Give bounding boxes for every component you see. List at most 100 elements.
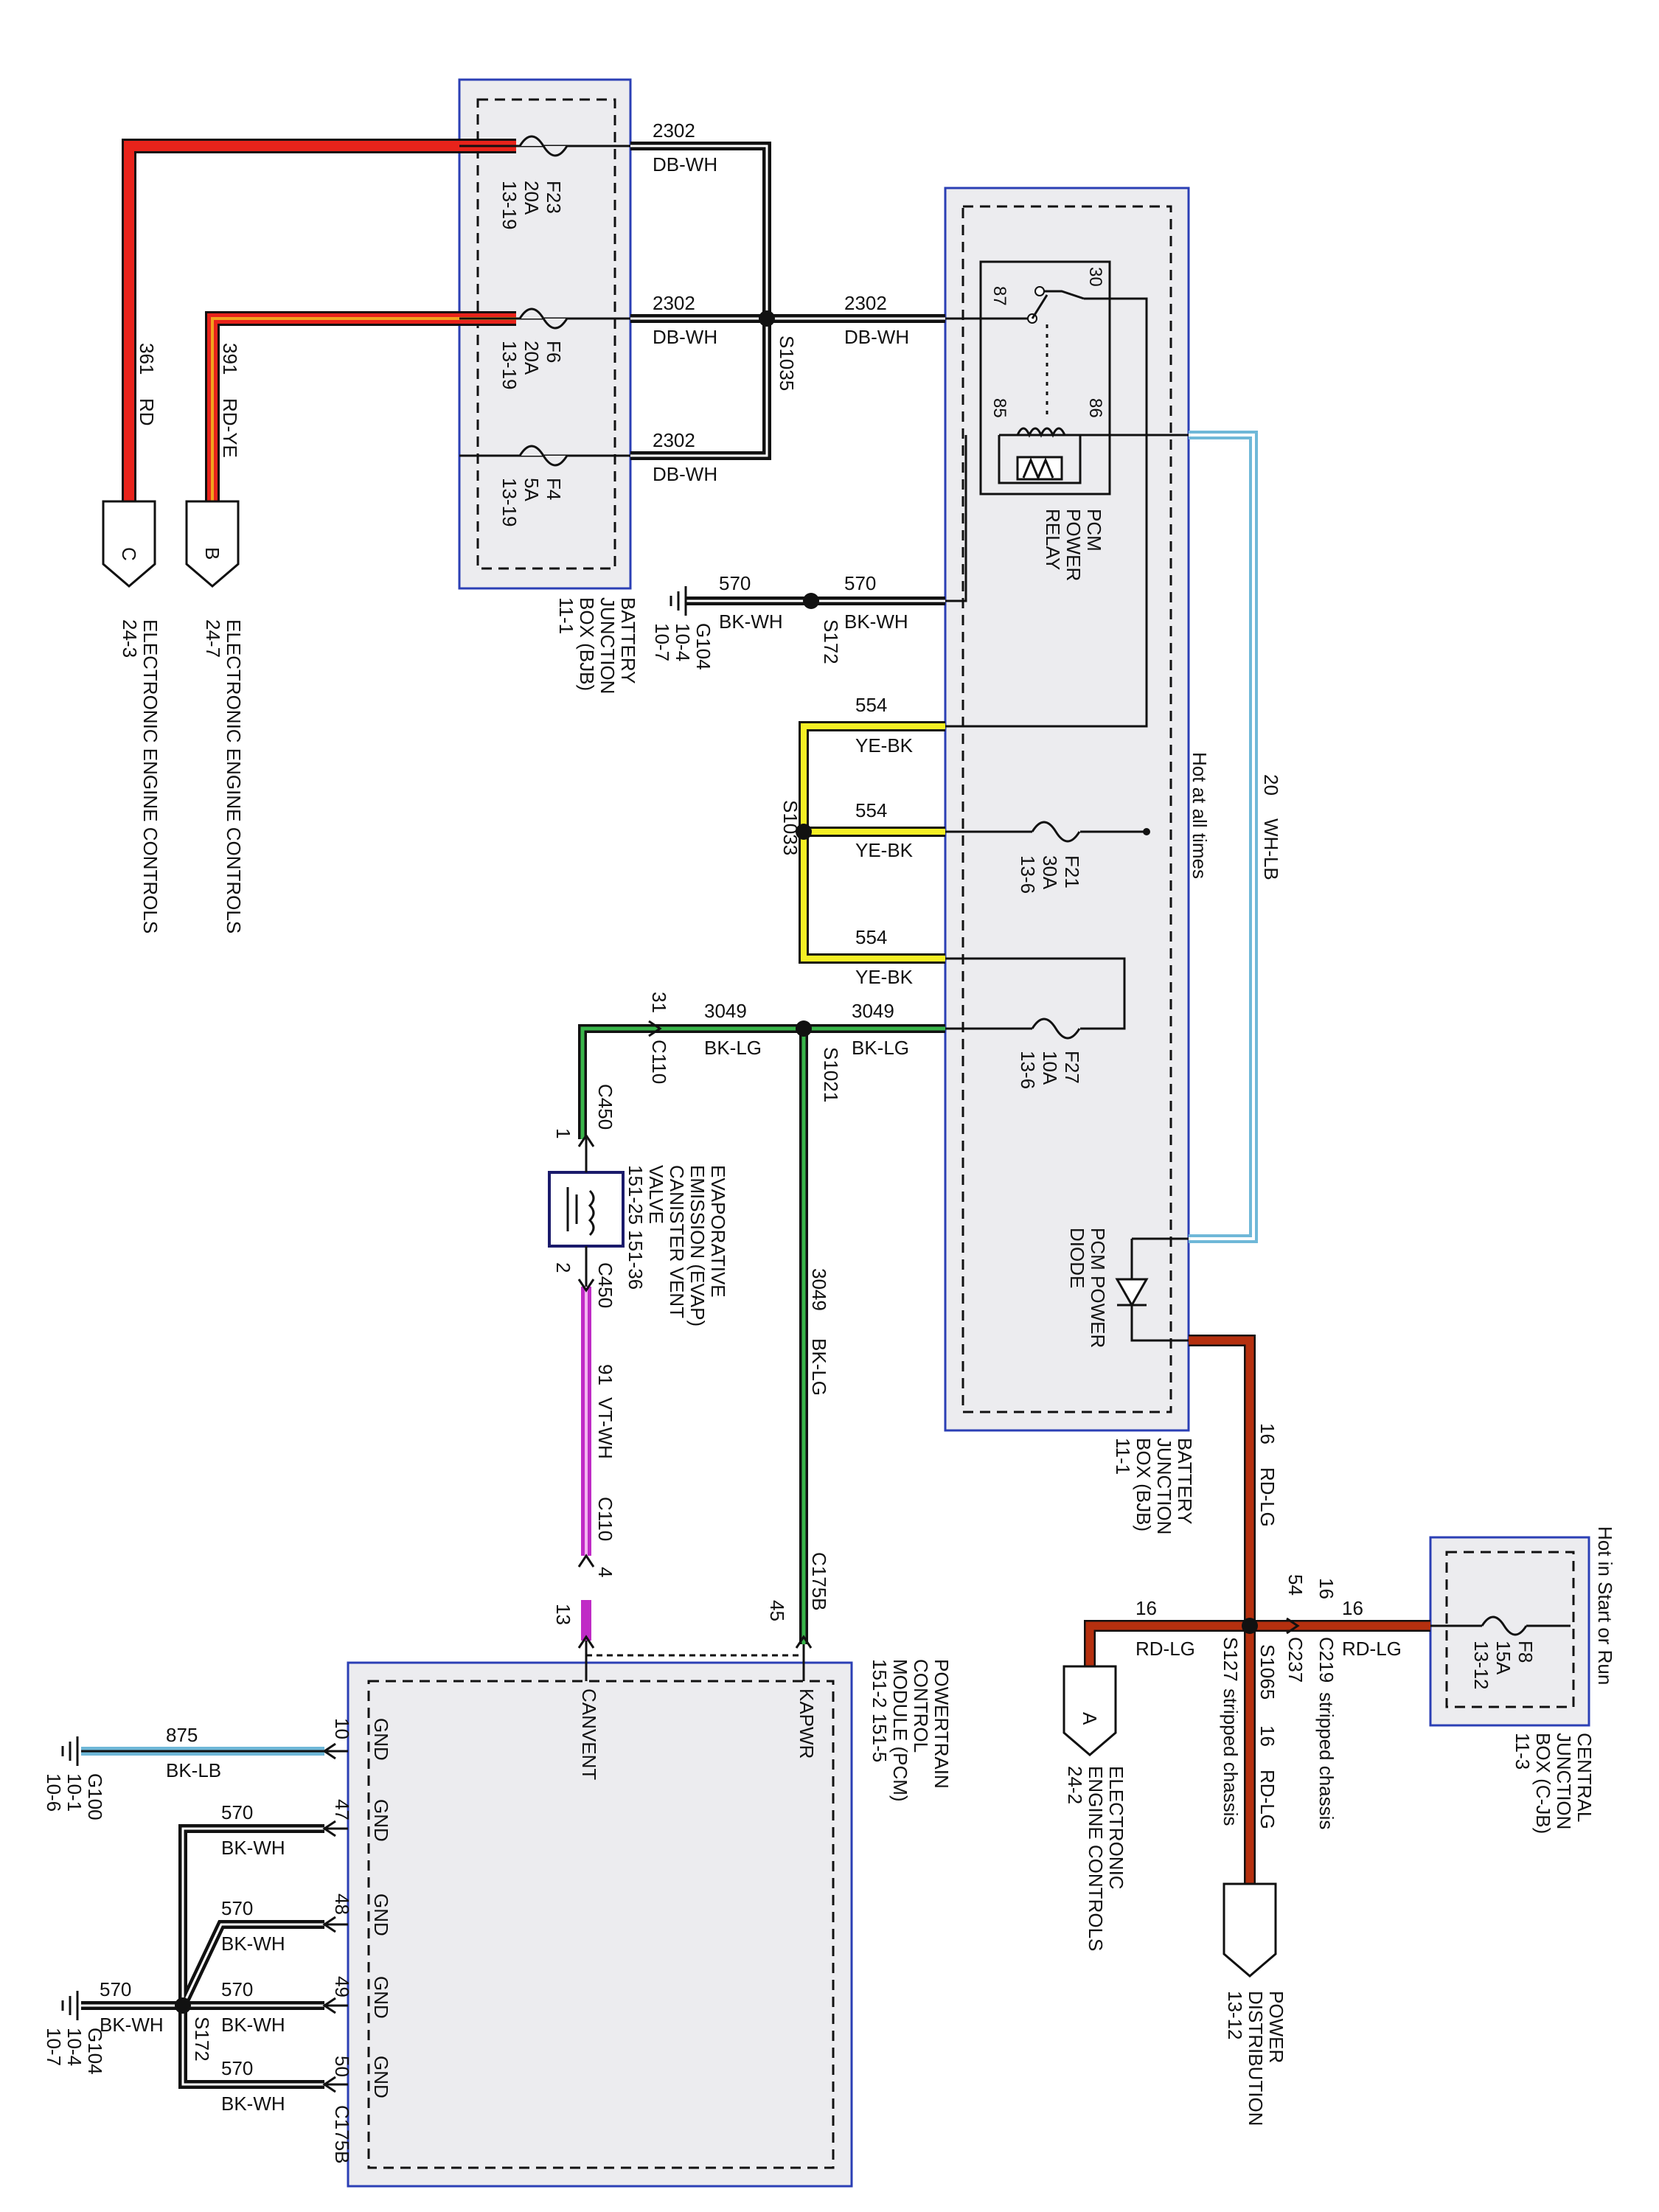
label-3049-v: 3049 xyxy=(808,1268,830,1311)
fuse-f23 xyxy=(518,135,568,157)
f6-ref: 13-19 xyxy=(498,341,521,390)
label-2302-d: 2302 xyxy=(844,292,887,314)
splice-s1065-dot xyxy=(1242,1618,1258,1634)
c175b-pin45: 45 xyxy=(766,1600,788,1621)
fuse-f8 xyxy=(1430,1615,1571,1636)
wire-361-rd xyxy=(122,139,516,501)
cjb-label-3: BOX (C-JB) xyxy=(1532,1733,1554,1834)
relay-pin-86: 86 xyxy=(1085,398,1105,418)
fuse-f21 xyxy=(945,821,1150,843)
c110-label-bottom: C110 xyxy=(594,1497,616,1541)
label-3049-a: 3049 xyxy=(704,1000,747,1022)
relay-label-1: PCM xyxy=(1083,509,1105,552)
label-570-d: 570 xyxy=(221,1897,253,1919)
splice-s1065: S1065 xyxy=(1256,1644,1279,1700)
relay-label-2: POWER xyxy=(1062,509,1085,581)
wire-554-yebk xyxy=(799,721,945,964)
offpage-connector-b: B xyxy=(185,500,240,588)
label-rdlg-b: RD-LG xyxy=(1256,1770,1279,1829)
evap-label-4: VALVE xyxy=(645,1165,667,1224)
relay-pin-85: 85 xyxy=(990,398,1009,418)
pcm-label-1: POWERTRAIN xyxy=(931,1659,953,1789)
label-2302-a: 2302 xyxy=(653,119,695,142)
label-vtwh: VT-WH xyxy=(594,1397,616,1459)
label-rdlg-c: RD-LG xyxy=(1135,1638,1195,1660)
evap-label-5: 151-25 151-36 xyxy=(625,1165,647,1290)
c219-pin: 16 xyxy=(1315,1578,1338,1599)
label-554-c: 554 xyxy=(855,926,887,948)
cjb-label-2: JUNCTION xyxy=(1553,1733,1575,1829)
label-554-b: 554 xyxy=(855,799,887,821)
bjb-top-label-2: JUNCTION xyxy=(597,597,619,694)
g104-bottom-ref1: 10-4 xyxy=(63,2028,86,2066)
splice-s1021: S1021 xyxy=(820,1047,842,1102)
splice-s1033-dot xyxy=(796,824,812,840)
label-bkwh-d: BK-WH xyxy=(221,1933,285,1955)
label-bklg-v: BK-LG xyxy=(808,1338,830,1396)
label-rdye: RD-YE xyxy=(219,398,241,458)
splice-s172-bottom: S172 xyxy=(191,2017,213,2062)
label-570-e: 570 xyxy=(221,1978,253,2000)
g104-top-ref2: 10-7 xyxy=(651,623,673,661)
cjb-label-4: 11-3 xyxy=(1512,1733,1534,1770)
c175b-label: C175B xyxy=(808,1552,830,1611)
f23-ref: 13-19 xyxy=(498,181,521,230)
offpage-c-label-2: 24-3 xyxy=(119,619,141,658)
wire-3049-bklg xyxy=(578,1024,945,1644)
label-570-b: 570 xyxy=(844,572,876,594)
relay-pin-30: 30 xyxy=(1085,267,1105,287)
pcm-power-diode xyxy=(1115,1237,1189,1342)
f27-ref: 13-6 xyxy=(1017,1051,1039,1089)
label-dbwh-b: DB-WH xyxy=(653,326,717,348)
label-bklg-b: BK-LG xyxy=(852,1037,909,1059)
bjb-main-box xyxy=(944,187,1190,1432)
label-bkwh-b: BK-WH xyxy=(844,611,908,633)
wire-570-bkwh-g104-bottom xyxy=(81,1824,324,2089)
hot-at-all-times: Hot at all times xyxy=(1189,752,1211,879)
c450-pin2: 2 xyxy=(552,1262,574,1273)
c219-stripped: stripped chassis xyxy=(1315,1692,1338,1829)
g100-ref1: 10-1 xyxy=(63,1773,86,1812)
c175b-label-bottom: C175B xyxy=(331,2105,353,2164)
wire-391-rdye xyxy=(205,311,516,501)
f8-ref: 13-12 xyxy=(1470,1641,1492,1690)
pcm-box xyxy=(347,1661,853,2188)
label-570-a: 570 xyxy=(719,572,751,594)
c110-label: C110 xyxy=(648,1040,670,1084)
splice-s172-top: S172 xyxy=(820,619,842,664)
pcm-pin-gnd-10: GND xyxy=(370,1718,392,1761)
g104-top-ref1: 10-4 xyxy=(672,623,694,661)
bjb-top-label-3: BOX (BJB) xyxy=(576,597,598,691)
f23-name: F23 xyxy=(543,181,565,214)
offpage-connector-power-distribution xyxy=(1222,1882,1277,1978)
bjb-main-label-3: BOX (BJB) xyxy=(1133,1438,1155,1531)
evap-label-3: CANISTER VENT xyxy=(666,1165,688,1318)
svg-text:C: C xyxy=(118,547,140,561)
evap-label-1: EVAPORATIVE xyxy=(707,1165,729,1298)
f27-amps: 10A xyxy=(1039,1051,1061,1085)
splice-s1033: S1033 xyxy=(779,800,801,855)
label-570-g: 570 xyxy=(100,1978,131,2000)
pcm-pin-gnd-48: GND xyxy=(370,1893,392,1936)
label-rdlg-a: RD-LG xyxy=(1256,1467,1279,1527)
f4-amps: 5A xyxy=(521,478,543,501)
label-bklg-a: BK-LG xyxy=(704,1037,762,1059)
offpage-pd-label-1: POWER xyxy=(1265,1991,1287,2063)
cjb-label-1: CENTRAL xyxy=(1573,1733,1596,1822)
ground-g104-top-icon xyxy=(669,586,687,616)
offpage-a-label-3: 24-2 xyxy=(1064,1766,1086,1804)
f21-name: F21 xyxy=(1061,855,1083,888)
offpage-a-label-2: ENGINE CONTROLS xyxy=(1085,1766,1107,1951)
pcm-pin-49: 49 xyxy=(331,1976,353,1997)
label-20: 20 xyxy=(1260,774,1282,796)
c110-pin-bottom: 4 xyxy=(594,1567,616,1577)
label-yebk-a: YE-BK xyxy=(855,734,914,757)
c110-pin: 31 xyxy=(648,992,670,1013)
pcm-label-2: CONTROL xyxy=(910,1659,932,1753)
bjb-top-box xyxy=(458,78,632,590)
fuse-f27 xyxy=(945,957,1126,1040)
f6-amps: 20A xyxy=(521,341,543,375)
g100-ref2: 10-6 xyxy=(43,1773,65,1812)
f8-name: F8 xyxy=(1514,1641,1537,1663)
label-16-d: 16 xyxy=(1342,1597,1363,1619)
